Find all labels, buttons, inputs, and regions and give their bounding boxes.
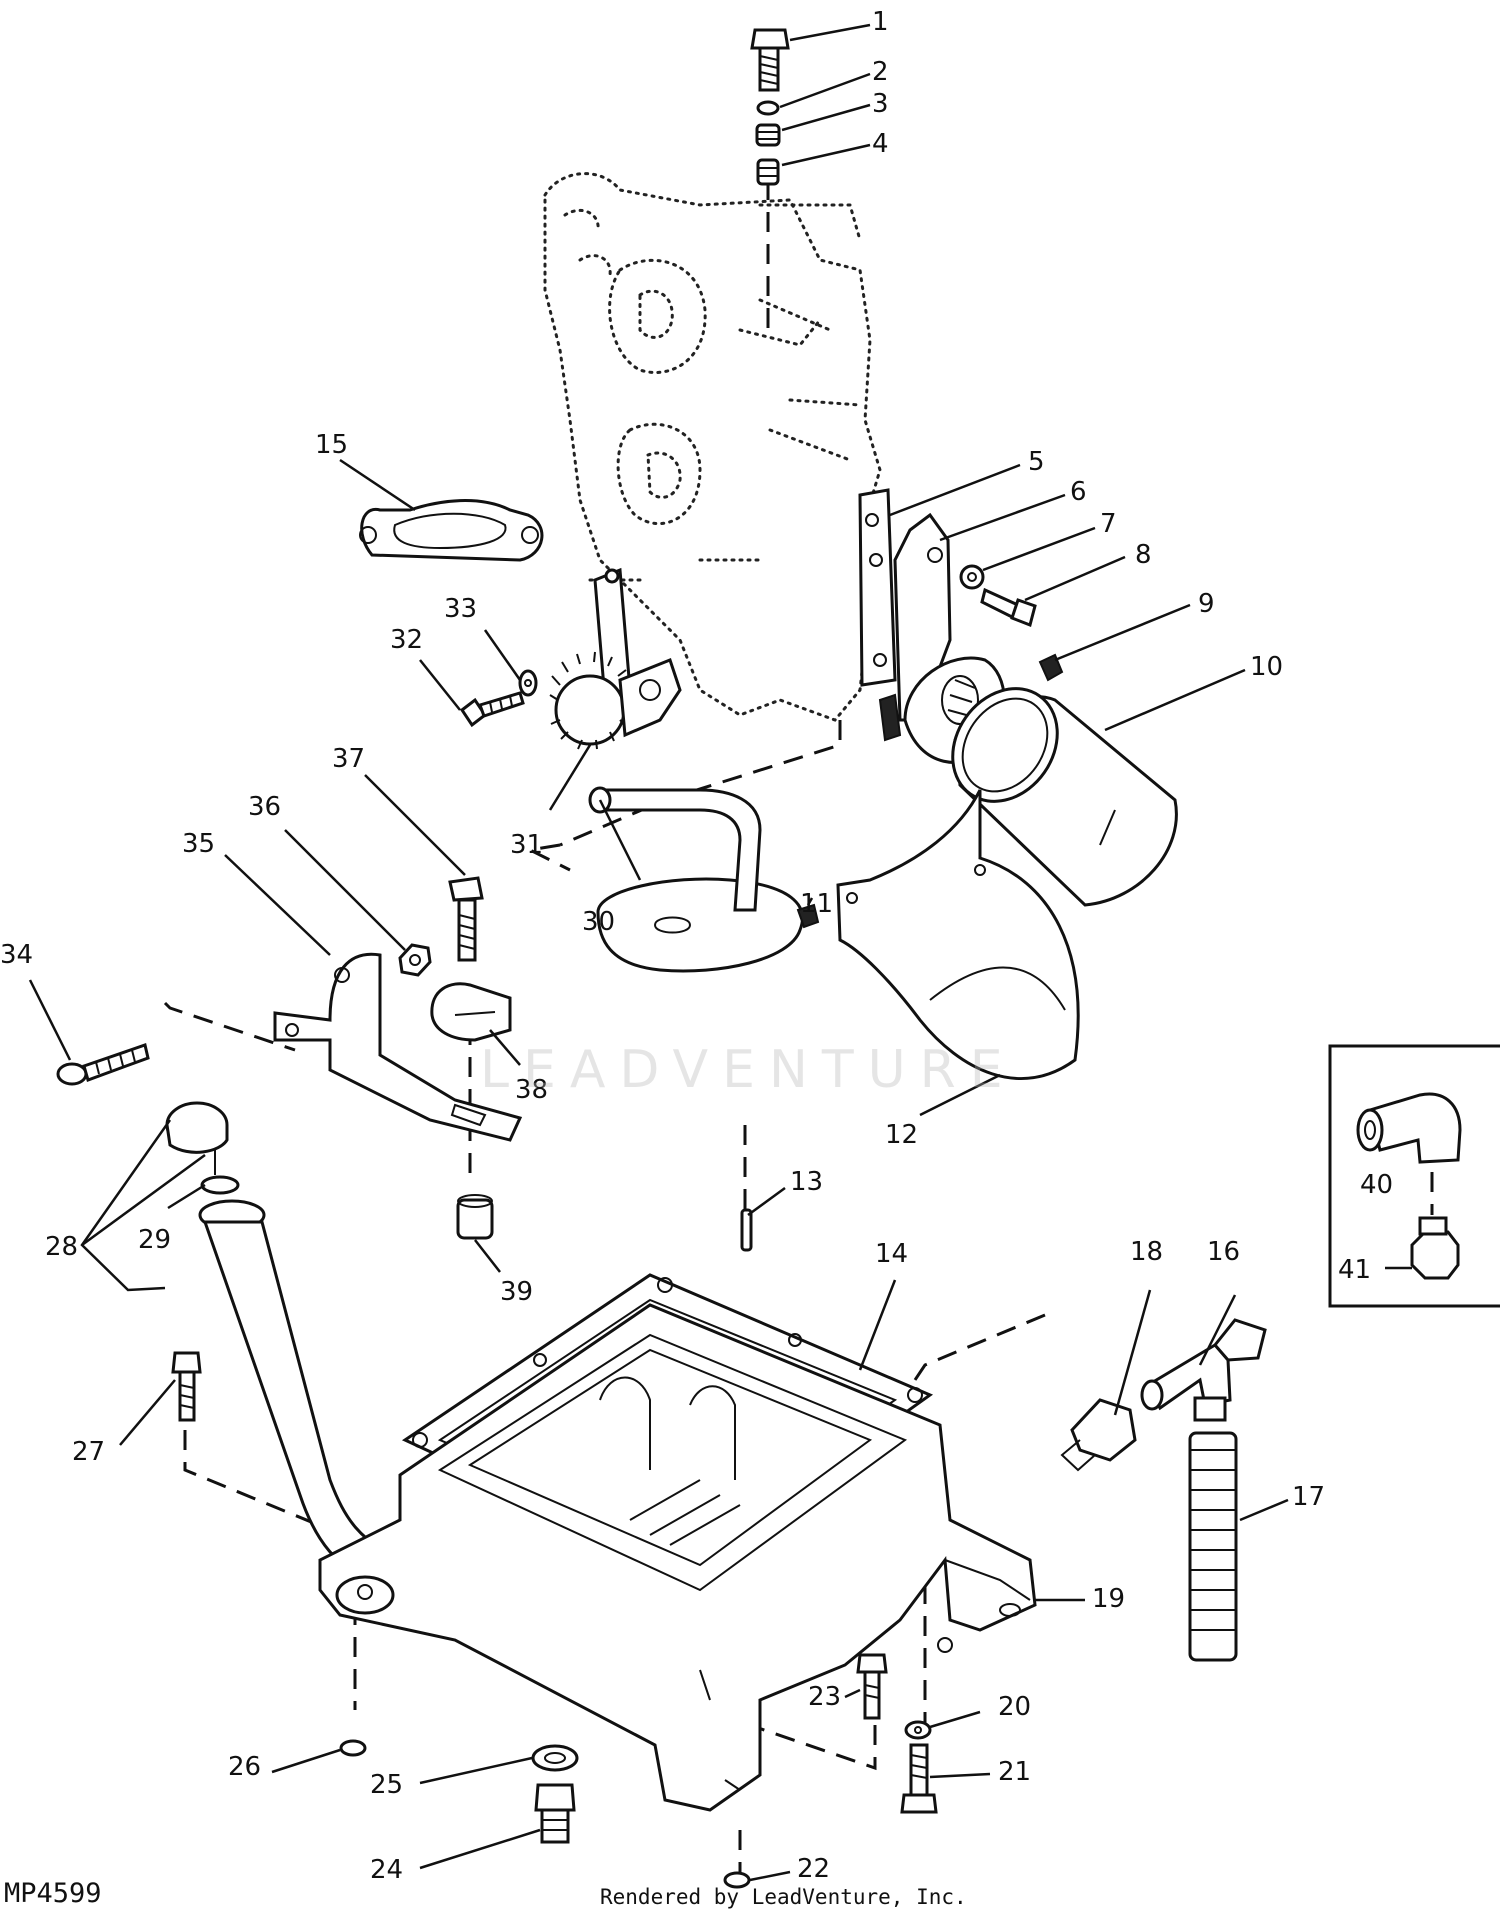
- gasket-25: [531, 1744, 579, 1772]
- callout-20: 20: [998, 1692, 1031, 1722]
- washer-20: [904, 1720, 932, 1740]
- plug-26: [339, 1739, 367, 1757]
- bolt-34: [56, 1043, 150, 1086]
- callout-38: 38: [515, 1075, 548, 1105]
- callout-15: 15: [315, 430, 348, 460]
- callout-3: 3: [872, 89, 889, 119]
- drawing-code: MP4599: [4, 1878, 102, 1909]
- callout-41: 41: [1338, 1255, 1371, 1285]
- callout-36: 36: [248, 792, 281, 822]
- callout-33: 33: [444, 594, 477, 624]
- pin-13: [740, 1208, 753, 1252]
- callout-13: 13: [790, 1167, 823, 1197]
- nut-36: [398, 943, 432, 977]
- callout-27: 27: [72, 1437, 105, 1467]
- oil-filter-10: [878, 656, 1178, 907]
- callout-5: 5: [1028, 447, 1045, 477]
- callout-31: 31: [510, 830, 543, 860]
- callout-labels: 1 2 3 4 5 6 7 8 9 10 11 12 13 14 15 16 1…: [0, 7, 1393, 1885]
- bolt-37: [448, 876, 484, 962]
- callout-21: 21: [998, 1757, 1031, 1787]
- engine-block-outline: [543, 172, 882, 722]
- o-ring-29: [200, 1175, 240, 1195]
- callout-23: 23: [808, 1682, 841, 1712]
- callout-10: 10: [1250, 652, 1283, 682]
- callout-22: 22: [797, 1854, 830, 1884]
- bolt-32-washer-33: [459, 669, 538, 728]
- watermark: LEADVENTURE: [480, 1040, 1017, 1100]
- clip-38: [430, 982, 512, 1042]
- callout-30: 30: [582, 907, 615, 937]
- callout-6: 6: [1070, 477, 1087, 507]
- bolt-stack-1-4: [750, 28, 790, 186]
- callout-26: 26: [228, 1752, 261, 1782]
- fitting-18: [1060, 1398, 1137, 1472]
- oil-pan-19: [318, 1303, 1037, 1812]
- leader-lines: [28, 23, 1412, 1882]
- dipstick-bracket-35: [273, 952, 523, 1142]
- callout-25: 25: [370, 1770, 403, 1800]
- callout-16: 16: [1207, 1237, 1240, 1267]
- hardware-7-9: [959, 564, 1064, 682]
- drain-plug-24: [534, 1783, 576, 1844]
- oil-pump-31: [549, 567, 682, 750]
- callout-2: 2: [872, 57, 889, 87]
- baffle-12: [796, 789, 1080, 1081]
- callout-39: 39: [500, 1277, 533, 1307]
- callout-40: 40: [1360, 1170, 1393, 1200]
- valve-16: [1140, 1318, 1267, 1422]
- callout-34: 34: [0, 940, 33, 970]
- callout-11: 11: [800, 889, 833, 919]
- callout-8: 8: [1135, 540, 1152, 570]
- callout-1: 1: [872, 7, 889, 37]
- gasket-15: [359, 499, 544, 562]
- dipstick-tube: [198, 1199, 403, 1592]
- callout-9: 9: [1198, 589, 1215, 619]
- callout-17: 17: [1292, 1482, 1325, 1512]
- bolt-21: [900, 1743, 938, 1814]
- spacer-39: [456, 1194, 494, 1240]
- inset-elbow-fitting: [1328, 1044, 1500, 1308]
- plug-22: [723, 1871, 751, 1889]
- callout-24: 24: [370, 1855, 403, 1885]
- callout-19: 19: [1092, 1584, 1125, 1614]
- callout-32: 32: [390, 625, 423, 655]
- callout-37: 37: [332, 744, 365, 774]
- callout-35: 35: [182, 829, 215, 859]
- callout-18: 18: [1130, 1237, 1163, 1267]
- callout-29: 29: [138, 1225, 171, 1255]
- oil-pickup-30: [588, 786, 804, 973]
- callout-14: 14: [875, 1239, 908, 1269]
- render-credit: Rendered by LeadVenture, Inc.: [600, 1885, 967, 1909]
- hose-17: [1188, 1431, 1238, 1662]
- callout-4: 4: [872, 129, 889, 159]
- bolt-27: [171, 1351, 202, 1422]
- callout-28: 28: [45, 1232, 78, 1262]
- dipstick-28: [165, 1101, 229, 1175]
- callout-12: 12: [885, 1120, 918, 1150]
- callout-7: 7: [1100, 509, 1117, 539]
- bolt-23: [856, 1653, 888, 1720]
